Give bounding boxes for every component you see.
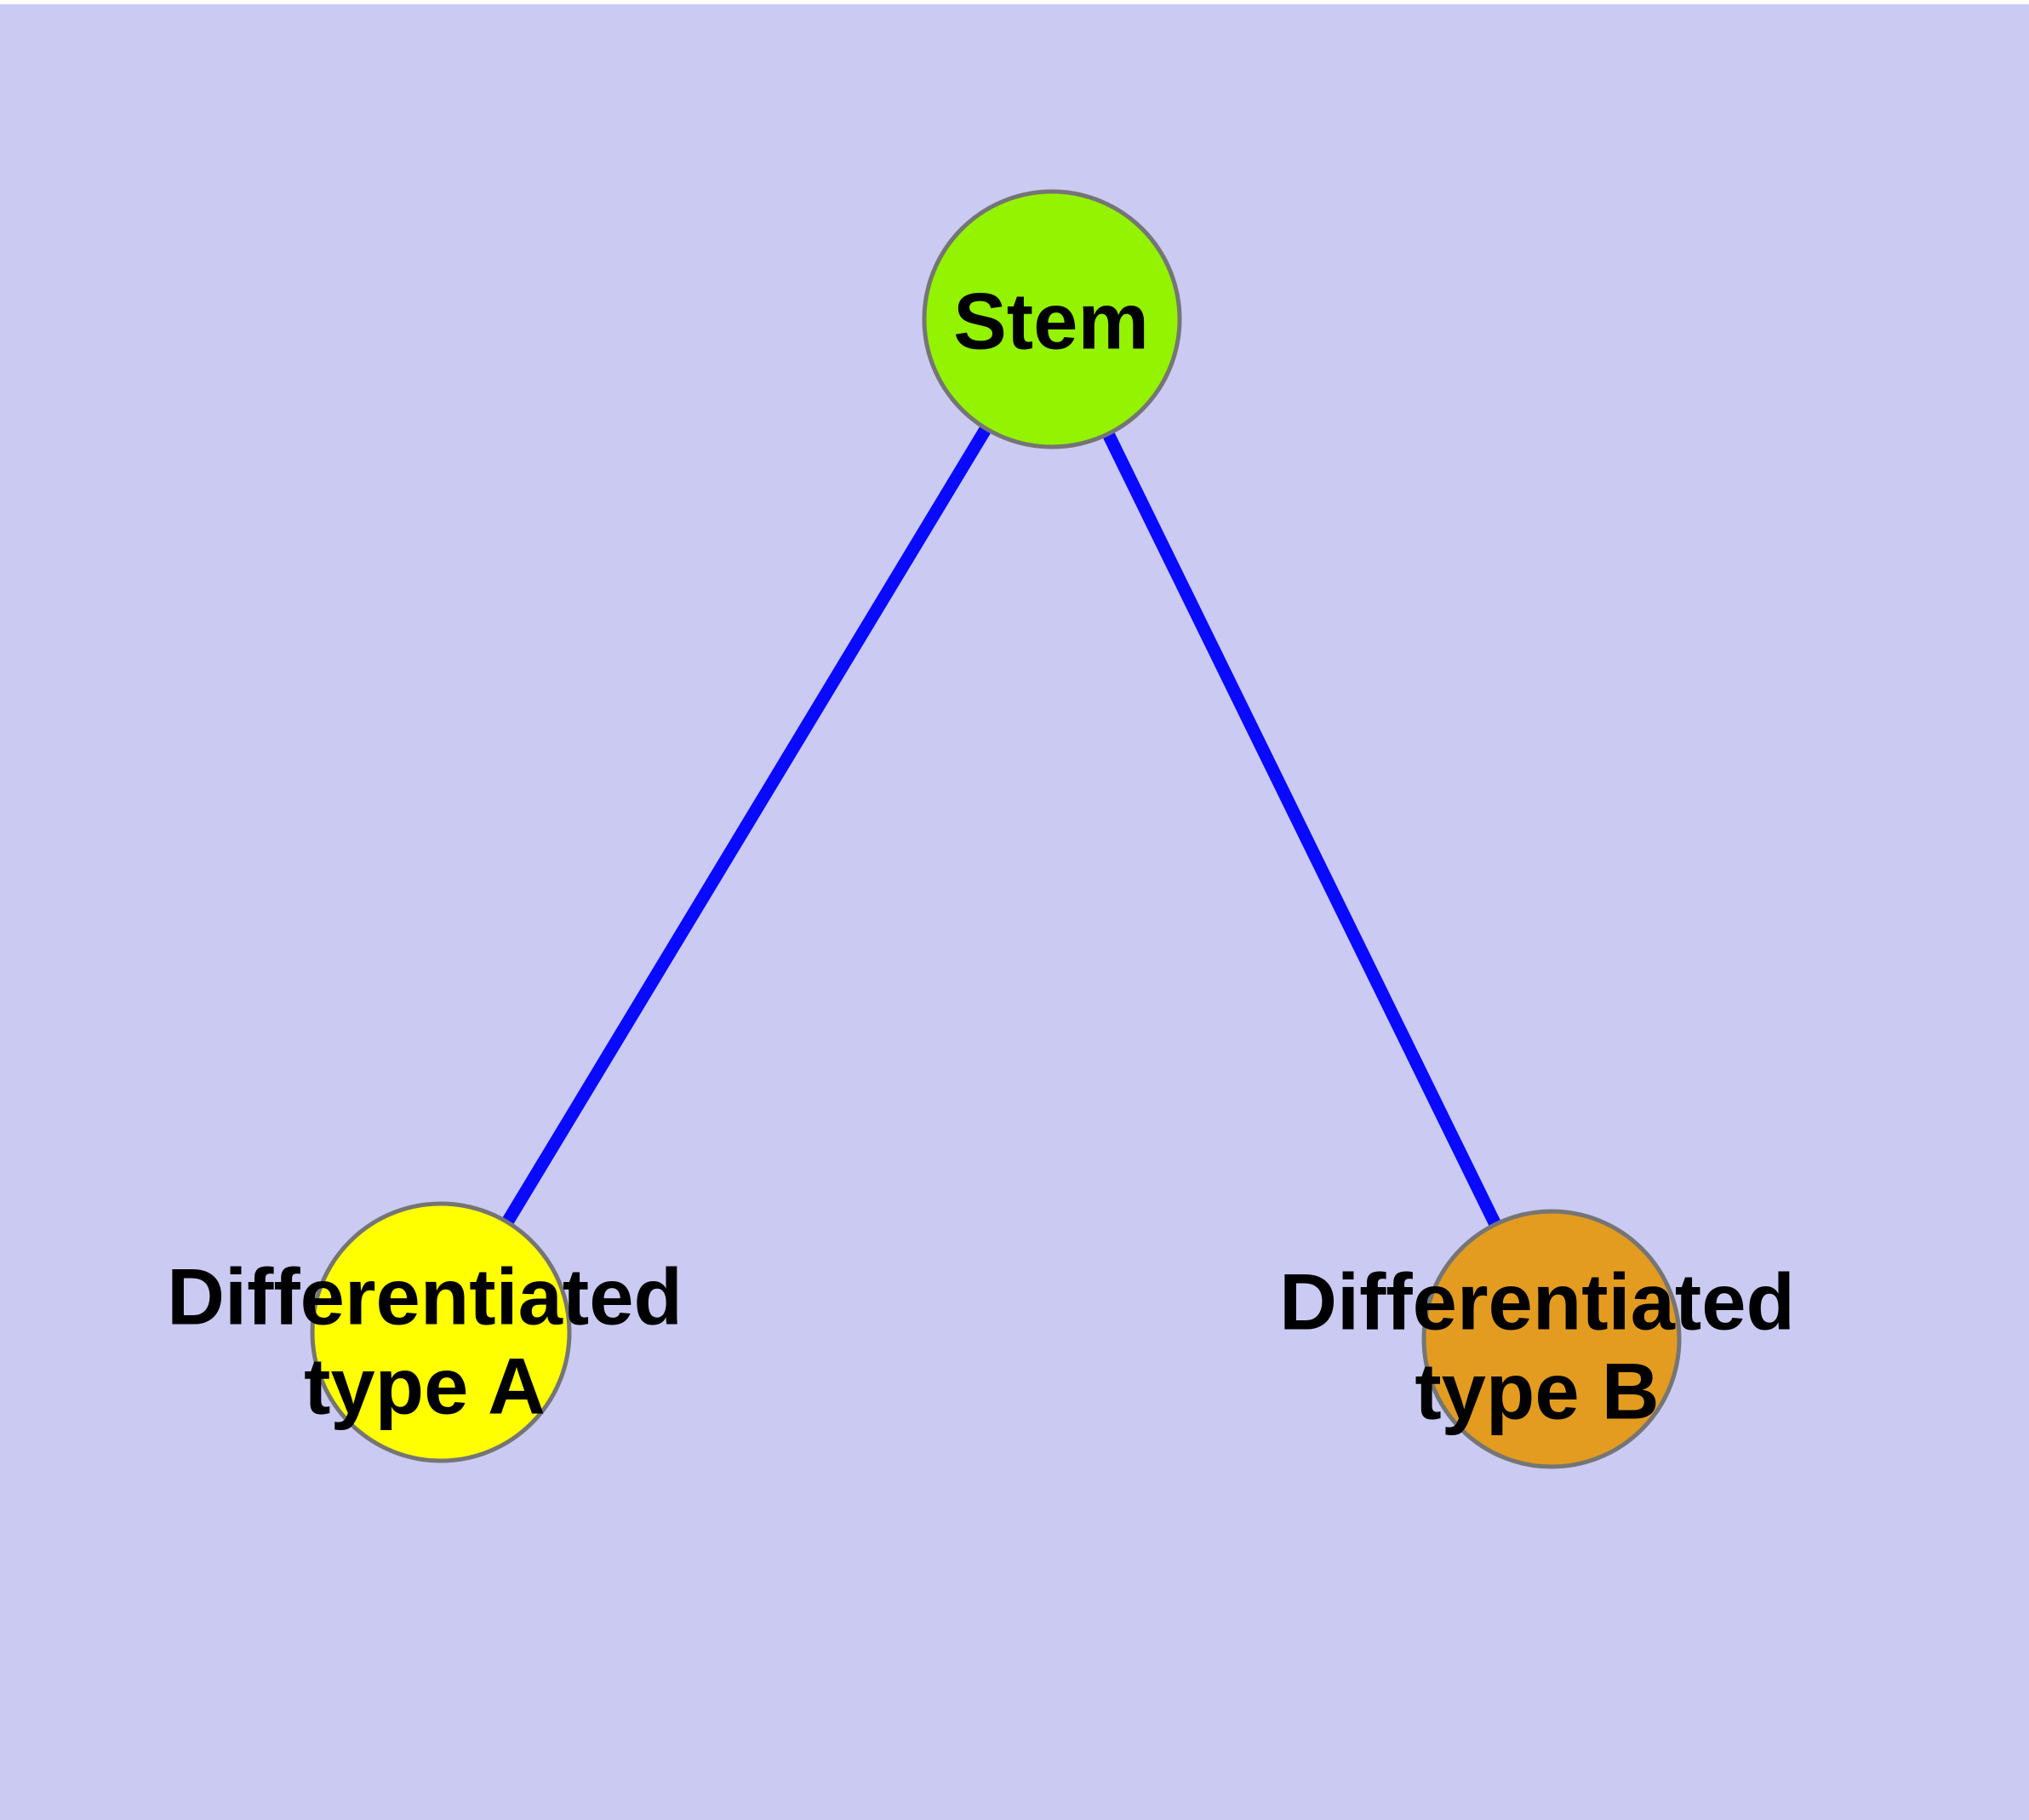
edge-stem-to-type-b — [1046, 316, 1557, 1342]
node-stem-label-text: Stem — [953, 276, 1149, 366]
node-type-a-label-line1: Differentiated — [167, 1251, 683, 1342]
node-stem-circle — [922, 189, 1182, 449]
node-stem-label: Stem — [953, 276, 1149, 365]
node-type-a-circle — [310, 1201, 572, 1463]
edge-stem-to-type-a — [435, 316, 1058, 1336]
node-type-b-circle — [1421, 1209, 1682, 1469]
node-type-b-label: Differentiated type B — [1279, 1257, 1795, 1437]
node-type-a-label-line2: type A — [304, 1342, 546, 1431]
node-type-b-label-line2: type B — [1415, 1347, 1660, 1436]
node-type-a-label: Differentiated type A — [167, 1252, 683, 1432]
node-type-b-label-line1: Differentiated — [1279, 1256, 1795, 1347]
